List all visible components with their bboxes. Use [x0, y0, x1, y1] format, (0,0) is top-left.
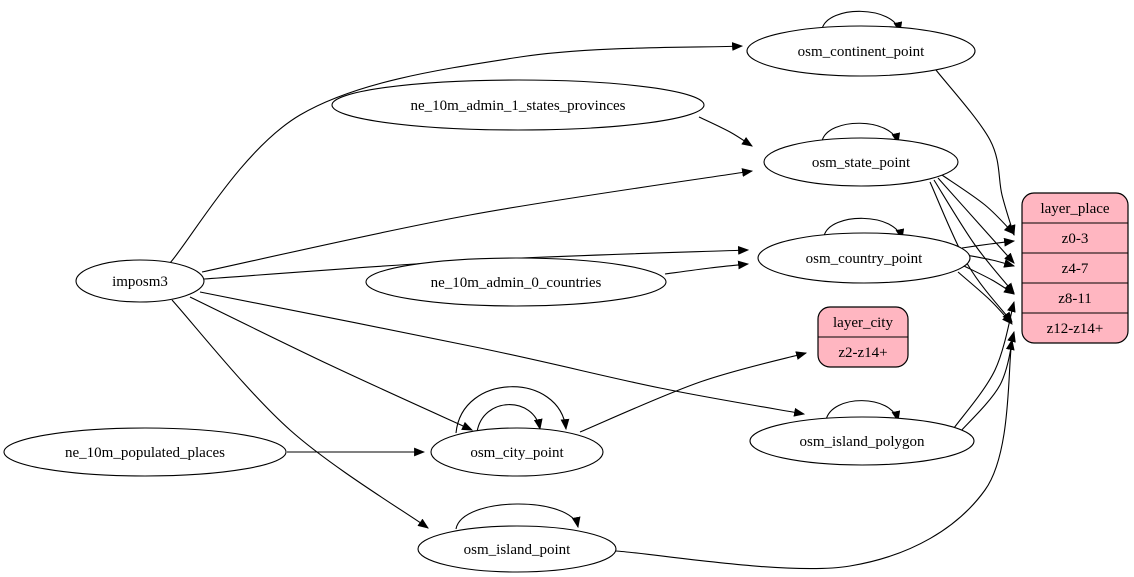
layer-node-layer_place: [1021, 192, 1129, 344]
table-node-label-osm_island_point: osm_island_point: [464, 542, 572, 558]
layer-node-title-layer_city: layer_city: [833, 315, 893, 331]
table-node-label-osm_country_point: osm_country_point: [806, 251, 923, 267]
table-node-label-ne_10m_admin_1_states_provinces: ne_10m_admin_1_states_provinces: [411, 98, 626, 114]
edge-imposm3-to-osm_continent_point: [169, 42, 744, 264]
edge-ne_10m_admin_0_countries-to-osm_country_point: [664, 260, 750, 275]
table-node-label-ne_10m_populated_places: ne_10m_populated_places: [65, 445, 225, 461]
self-loop-osm_continent_point-0: [821, 10, 903, 34]
table-node-ne_10m_admin_1_states_provinces: [331, 79, 705, 131]
edge-osm_country_point-to-layer_place-z8-11: [963, 265, 1015, 295]
table-node-osm_state_point: [763, 137, 959, 187]
table-node-osm_island_point: [417, 525, 617, 573]
edge-osm_state_point-to-layer_place-z12-z14+: [929, 181, 1013, 323]
table-node-imposm3: [75, 259, 205, 303]
self-loop-osm_island_polygon-5: [825, 400, 901, 423]
edge-osm_country_point-to-layer_place-z4-7: [965, 254, 1016, 268]
edge-imposm3-to-osm_city_point: [189, 296, 474, 431]
layer-node-title-layer_place: layer_place: [1040, 201, 1109, 217]
edge-osm_country_point-to-layer_place-z12-z14+: [957, 271, 1013, 325]
self-loop-osm_island_point-6: [455, 503, 581, 530]
self-loop-osm_city_point-4: [476, 404, 543, 433]
layer-node-row-layer_place-z8-11: z8-11: [1058, 291, 1092, 307]
edge-osm_state_point-to-layer_place-z8-11: [933, 179, 1015, 294]
edge-osm_island_point-to-layer_place-z12-z14+: [615, 338, 1015, 570]
edge-osm_island_polygon-to-layer_place-z8-11: [953, 300, 1016, 429]
self-loop-osm_state_point-1: [821, 122, 901, 145]
self-loop-osm_city_point-3: [455, 386, 570, 434]
edge-ne_10m_admin_1_states_provinces-to-osm_state_point: [698, 116, 753, 147]
table-node-label-osm_state_point: osm_state_point: [812, 155, 911, 171]
table-node-label-osm_island_polygon: osm_island_polygon: [799, 434, 925, 450]
edge-imposm3-to-osm_state_point: [201, 168, 754, 273]
table-node-label-ne_10m_admin_0_countries: ne_10m_admin_0_countries: [431, 275, 602, 291]
table-node-ne_10m_populated_places: [3, 427, 287, 477]
table-node-label-osm_continent_point: osm_continent_point: [798, 44, 925, 60]
table-node-label-imposm3: imposm3: [112, 274, 168, 290]
edge-osm_country_point-to-layer_place-z0-3: [961, 237, 1016, 249]
table-node-osm_continent_point: [746, 25, 976, 77]
edge-osm_state_point-to-layer_place-z0-3: [941, 174, 1015, 235]
edge-osm_city_point-to-layer_city-z2-z14+: [579, 351, 808, 433]
edge-osm_continent_point-to-layer_place-z0-3: [935, 69, 1016, 237]
edge-imposm3-to-osm_island_polygon: [199, 291, 806, 417]
layer-node-row-layer_place-z4-7: z4-7: [1062, 261, 1089, 277]
table-node-osm_country_point: [757, 232, 971, 284]
layer-node-row-layer_city-z2-z14+: z2-z14+: [838, 345, 887, 361]
layer-node-row-layer_place-z0-3: z0-3: [1062, 231, 1089, 247]
edge-imposm3-to-osm_island_point: [171, 299, 429, 529]
table-node-osm_city_point: [430, 427, 604, 477]
edge-osm_state_point-to-layer_place-z4-7: [937, 177, 1015, 264]
layer-node-row-layer_place-z12-z14+: z12-z14+: [1047, 321, 1104, 337]
table-node-label-osm_city_point: osm_city_point: [470, 445, 564, 461]
table-node-osm_island_polygon: [749, 416, 975, 466]
self-loop-osm_country_point-2: [823, 217, 905, 241]
table-node-ne_10m_admin_0_countries: [365, 257, 667, 307]
